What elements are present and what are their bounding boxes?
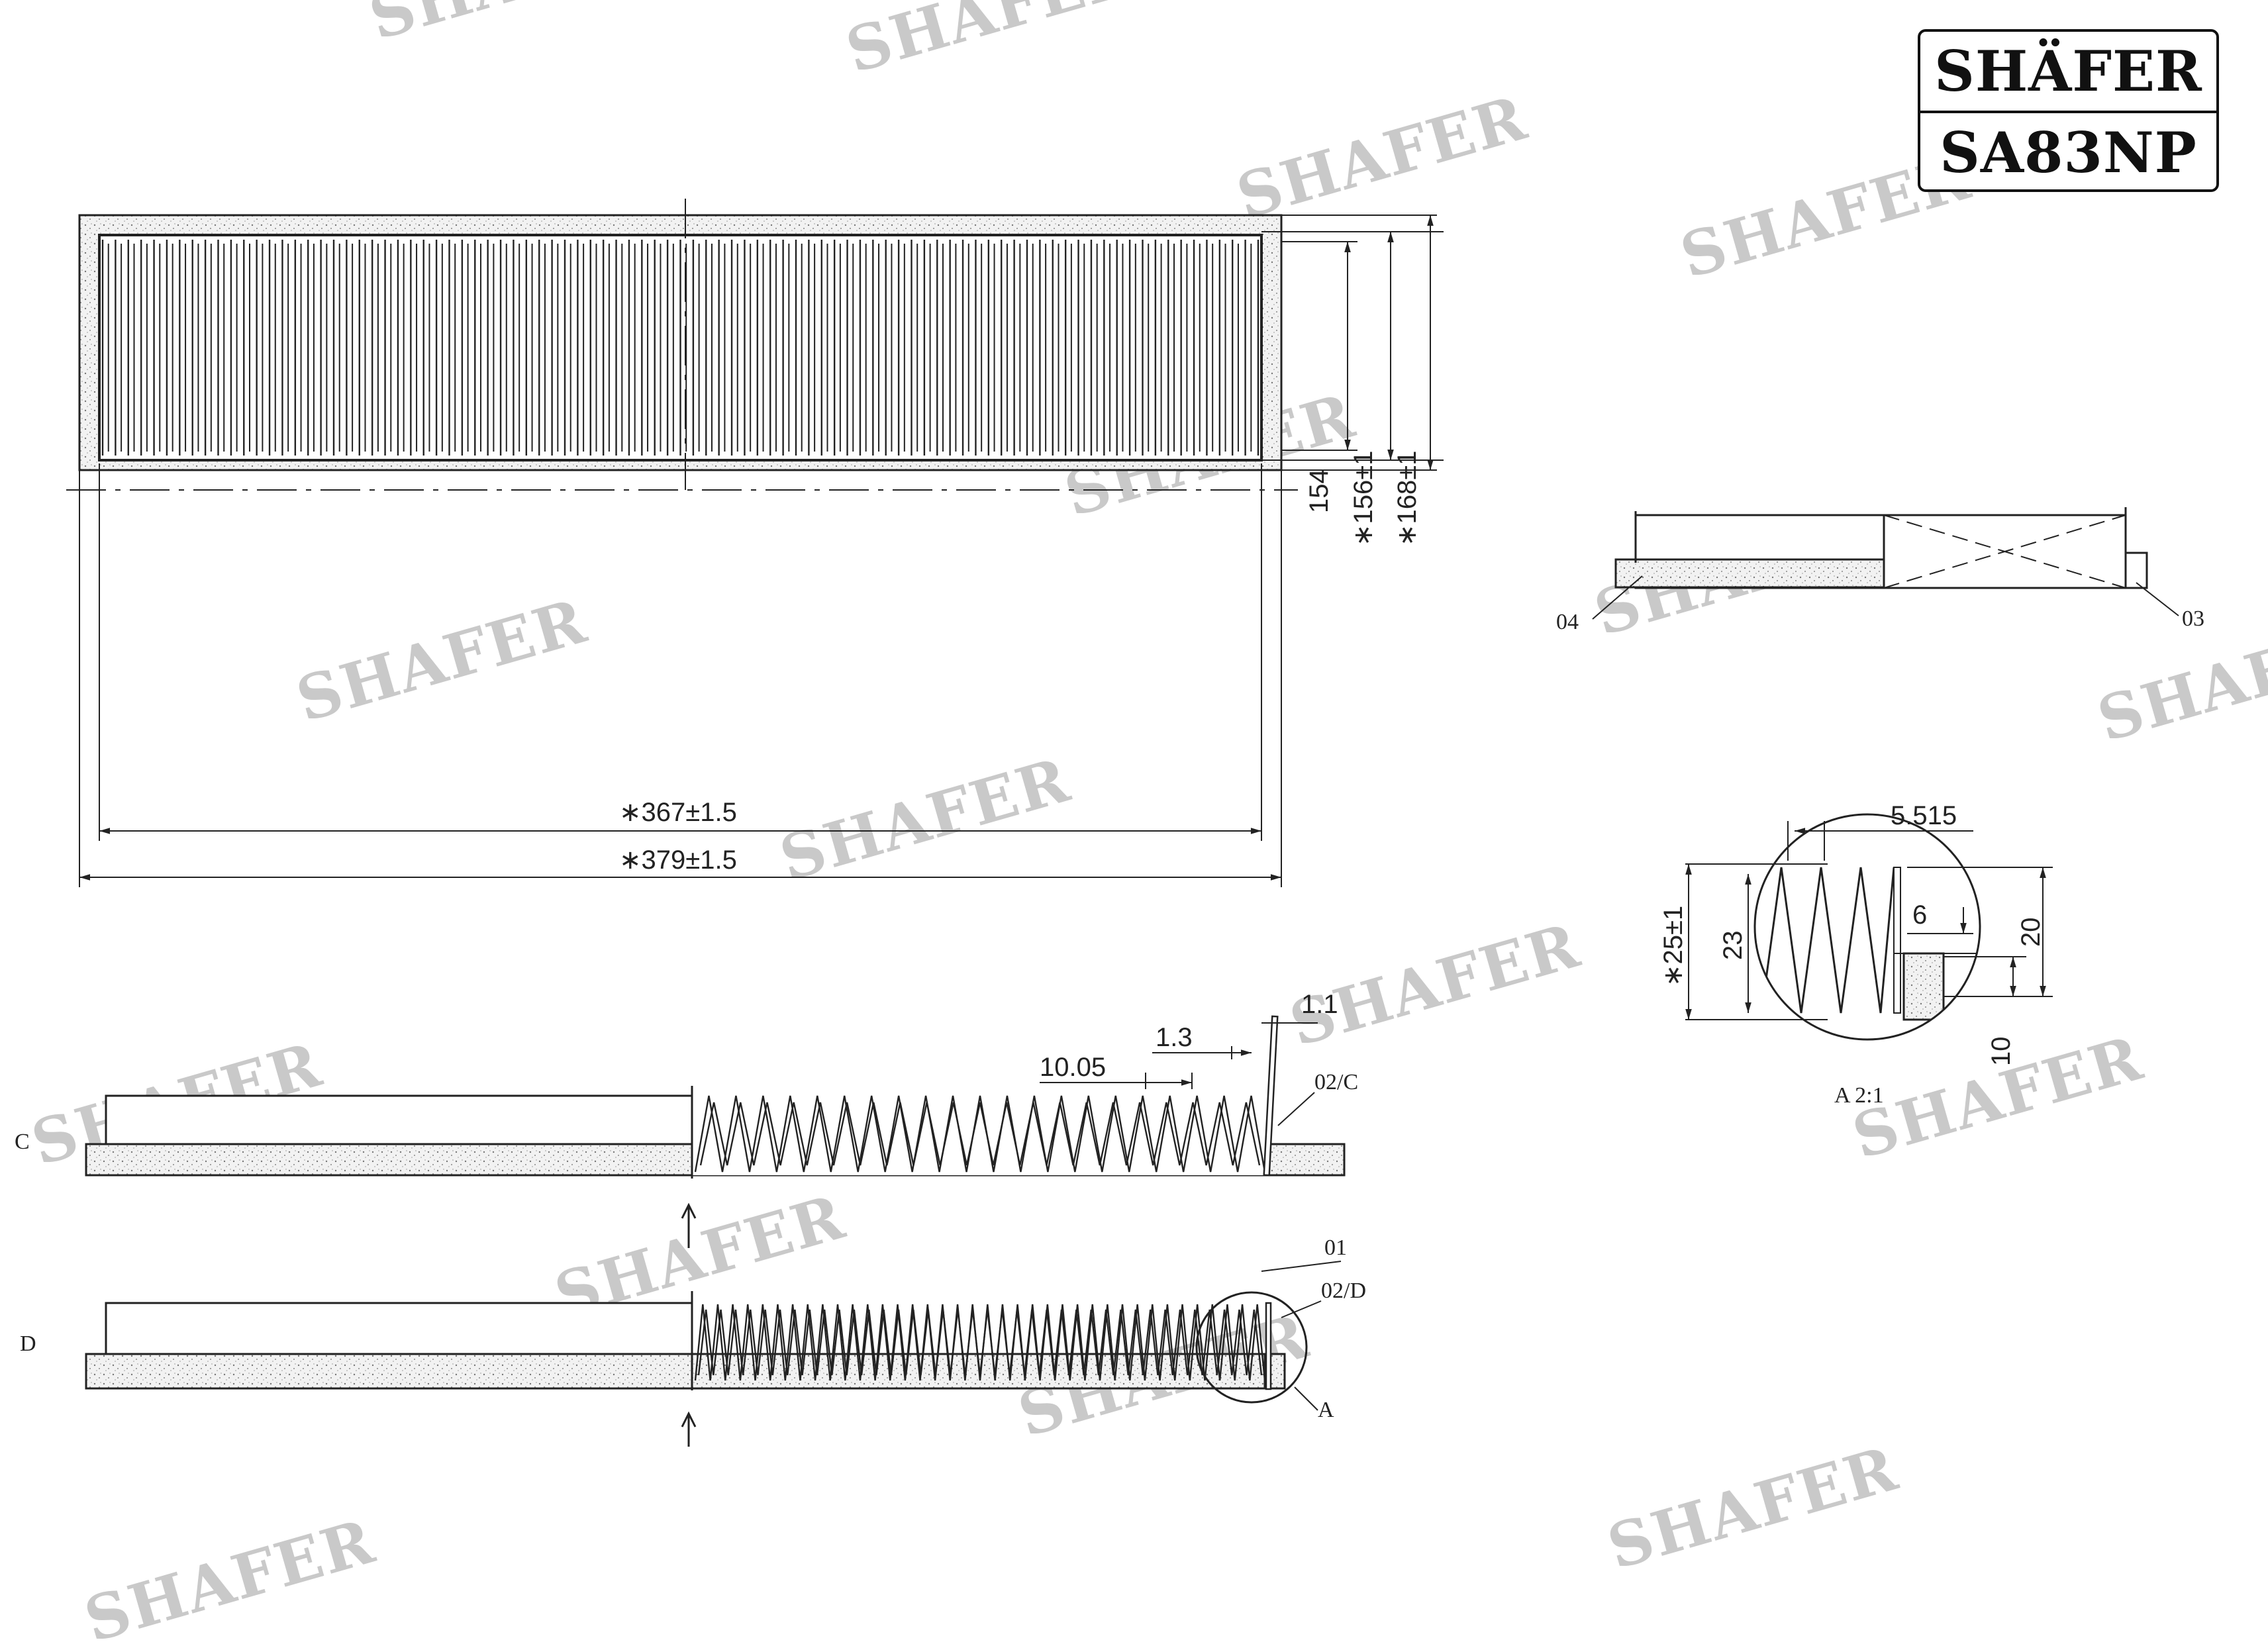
- d-frame-base: [85, 1353, 1266, 1390]
- label-02d: 02/D: [1321, 1279, 1366, 1303]
- side-seal: [2124, 552, 2148, 589]
- detail-a-marker-circle: [1195, 1291, 1308, 1404]
- dim-6: 6: [1912, 900, 1927, 930]
- label-a: A: [1318, 1398, 1334, 1422]
- d-pleat-wave-inner: [697, 1309, 1263, 1376]
- leader-04: [1592, 575, 1643, 620]
- label-04: 04: [1556, 610, 1579, 634]
- section-d: D 01 02/D A: [20, 1235, 1366, 1447]
- dim-379: ∗379±1.5: [619, 845, 737, 875]
- detail-pleat-wave: [1760, 867, 1895, 1014]
- title-block: SHÄFER SA83NP: [1918, 29, 2219, 192]
- top-view: 154 ∗156±1 ∗168±1 ∗367±1.5 ∗379±1.5: [66, 199, 1444, 887]
- watermark: SHAFER: [289, 585, 594, 736]
- watermark: SHAFER: [362, 0, 667, 54]
- section-letter-d: D: [20, 1331, 36, 1356]
- detail-a: 5.515 ∗25±1 23 20 6 10 A 2:1: [1659, 801, 2053, 1108]
- dim-168: ∗168±1: [1393, 451, 1422, 546]
- c-pleat-wave: [694, 1095, 1266, 1173]
- section-c: C 10.05 1.3 1.1 02/C: [15, 990, 1358, 1248]
- brand-name: SHÄFER: [1934, 38, 2202, 104]
- leader-01: [1261, 1261, 1342, 1272]
- label-01: 01: [1324, 1235, 1347, 1260]
- dim-10: 10: [1987, 1037, 2016, 1067]
- watermark: SHAFER: [1282, 910, 1587, 1060]
- dim-1005: 10.05: [1040, 1053, 1106, 1082]
- d-seal-strip: [1265, 1302, 1272, 1390]
- detail-circle: [1753, 813, 1981, 1041]
- dim-20: 20: [2016, 918, 2046, 947]
- watermark: SHAFER: [1229, 82, 1534, 232]
- c-pleat-wave-inner: [699, 1102, 1261, 1166]
- detail-seal-strip: [1893, 867, 1901, 1014]
- d-view-arrow-head: [681, 1411, 697, 1427]
- d-pleat-wave: [694, 1304, 1266, 1381]
- leader-a: [1294, 1386, 1318, 1411]
- dim-13: 1.3: [1156, 1023, 1193, 1052]
- watermark: SHAFER: [772, 744, 1077, 894]
- d-frame-top: [105, 1302, 693, 1355]
- c-seal-strip: [1263, 1015, 1279, 1177]
- watermark: SHAFER: [77, 1506, 382, 1642]
- side-view-right: 04 03: [1556, 507, 2204, 634]
- watermark: SHAFER: [2090, 605, 2268, 755]
- dim-154: 154: [1305, 469, 1334, 513]
- detail-caption: A 2:1: [1834, 1083, 1884, 1108]
- cross-line: [1883, 514, 2126, 589]
- dim-367: ∗367±1.5: [619, 798, 737, 827]
- dim-23: 23: [1718, 931, 1748, 961]
- watermark: SHAFER: [838, 0, 1144, 87]
- leader-02d: [1281, 1300, 1322, 1318]
- detail-frame: [1902, 952, 1945, 1021]
- leader-03: [2136, 582, 2179, 616]
- part-number: SA83NP: [1920, 111, 2216, 192]
- dim-5515: 5.515: [1891, 801, 1957, 830]
- dim-11: 1.1: [1301, 990, 1338, 1019]
- section-letter-c: C: [15, 1130, 30, 1154]
- leader-02c: [1277, 1092, 1315, 1126]
- dim-156: ∗156±1: [1349, 451, 1378, 546]
- label-03: 03: [2182, 606, 2204, 631]
- c-frame-top: [105, 1094, 693, 1145]
- pleat-lines: [101, 240, 1259, 456]
- watermark: SHAFER: [1600, 1433, 1905, 1583]
- side-frame-base: [1614, 558, 1885, 589]
- dim-25: ∗25±1: [1659, 906, 1688, 987]
- label-02c: 02/C: [1314, 1070, 1358, 1094]
- c-view-arrow-head: [681, 1202, 697, 1219]
